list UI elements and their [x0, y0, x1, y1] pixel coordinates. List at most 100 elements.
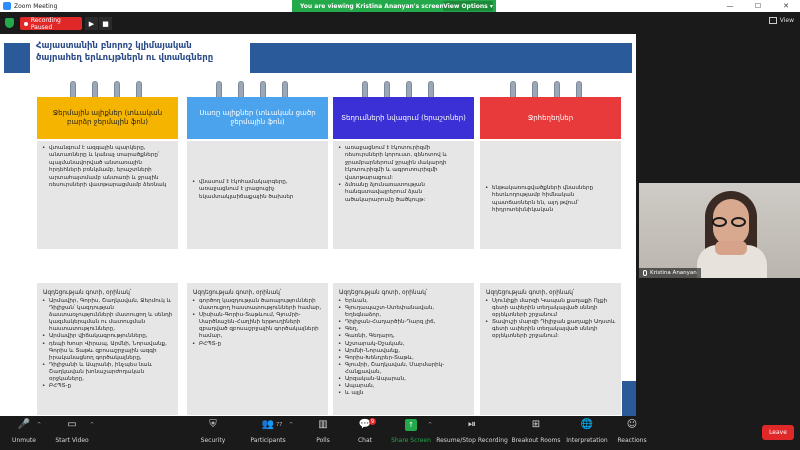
binder-rings	[354, 81, 442, 103]
view-button[interactable]: View	[768, 17, 794, 24]
audio-options-caret-icon[interactable]: ^	[37, 422, 42, 428]
security-button[interactable]: ⛨ Security	[200, 419, 226, 444]
zone-bullet: Սյունիքի մարզի Կապան քաղաքի Ոչքի գետի ափ…	[484, 298, 617, 319]
viewing-banner-text: You are viewing Kristina Ananyan's scree…	[300, 2, 444, 10]
chat-unread-badge: 9	[369, 418, 376, 425]
record-pause-icon: ⏯	[468, 419, 476, 430]
impact-bullet: ենթակառուցվածքների վնասները հետևողությամ…	[484, 185, 617, 215]
record-dot-icon	[24, 21, 28, 26]
share-options-caret-icon[interactable]: ^	[428, 422, 433, 428]
column-header-cold-waves: Սառը ալիքներ (տևական ցածր ջերմային ֆոն)	[187, 97, 328, 139]
participants-count: 77	[276, 422, 283, 428]
affected-zone-panel-heat-waves: Ազդեցության գոտի, օրինակ՝ Արմավիր, Գորիս…	[37, 283, 178, 415]
recording-status-label: Recording Paused	[30, 16, 61, 31]
window-title: Zoom Meeting	[14, 2, 58, 10]
column-header-heat-waves: Ջերմային ալիքներ (տևական բարձր ջերմային …	[37, 97, 178, 139]
zone-bullet: Արզական-Ապարան,	[337, 376, 470, 383]
meeting-toolbar: 🎤 Unmute ^ ▭ Start Video ^ ⛨ Security 👥 …	[0, 416, 800, 450]
maximize-icon[interactable]: ☐	[754, 2, 762, 10]
participants-button[interactable]: 👥 Participants	[250, 419, 286, 444]
zone-bullet: Աշտարակ-Օշական,	[337, 341, 470, 348]
participants-caret-icon[interactable]: ^	[289, 422, 294, 428]
zone-bullet: Տավուշի մարզի Դիլիջան քաղաքի Աղստև գետի …	[484, 319, 617, 340]
column-header-text: Տեղումների նվազում (երաշտներ)	[341, 113, 466, 122]
column-header-text: Սառը ալիքներ (տևական ցածր ջերմային ֆոն)	[199, 109, 316, 126]
microphone-muted-icon: 🎤	[17, 419, 31, 430]
resume-stop-recording-button[interactable]: ⏯ Resume/Stop Recording	[436, 419, 508, 444]
shield-icon: ⛨	[209, 419, 217, 430]
polls-button[interactable]: ▥ Polls	[316, 419, 330, 444]
zone-bullet: Գառնի, Գեղարդ,	[337, 333, 470, 340]
security-shield-icon[interactable]	[5, 18, 14, 28]
impact-bullet: առաջացնում է էկոտուրիզմի ռեսուրսների կոր…	[337, 145, 470, 182]
participant-image	[712, 212, 750, 227]
column-header-text: Ջերմային ալիքներ (տևական բարձր ջերմային …	[52, 109, 163, 126]
affected-zone-panel-cold-waves: Ազդեցության գոտի, օրինակ՝ գործող կազդութ…	[187, 283, 328, 415]
impact-panel-precipitation-decrease: առաջացնում է էկոտուրիզմի ռեսուրսների կոր…	[333, 141, 474, 249]
affected-zone-lead: Ազդեցության գոտի, օրինակ՝	[193, 290, 282, 296]
resume-recording-button[interactable]: ▶	[85, 17, 98, 30]
slide-title: Հայաստանին բնորոշ կլիմայական ծայրահեղ եր…	[30, 37, 250, 73]
chat-icon: 💬	[358, 419, 372, 430]
mic-icon	[643, 270, 647, 276]
impact-bullet: ձմռանը ձյունառատության հանգստավայրերում …	[337, 182, 470, 204]
leave-button[interactable]: Leave	[762, 425, 794, 440]
interpretation-button[interactable]: 🌐 Interpretation	[566, 419, 608, 444]
stop-recording-button[interactable]: ■	[99, 17, 112, 30]
smiley-icon: ☺	[626, 419, 638, 430]
slide-title-line-1: Հայաստանին բնորոշ կլիմայական	[36, 41, 192, 51]
chat-button[interactable]: 💬 Chat	[357, 419, 373, 444]
impact-panel-floods: ենթակառուցվածքների վնասները հետևողությամ…	[480, 141, 621, 249]
zone-bullet: Դիլիջան-Հաղարծին-Դարզ լիճ,	[337, 319, 470, 326]
start-video-button[interactable]: ▭ Start Video	[55, 419, 89, 444]
play-icon: ▶	[88, 19, 95, 28]
view-label: View	[779, 17, 794, 24]
impact-bullet: վնասում է էկոհամակարգերը, առաջացնում է լ…	[191, 179, 324, 201]
view-options-button[interactable]: View Options ▾	[443, 1, 493, 11]
zone-bullet: ԲՀՊՏ-ը	[191, 341, 324, 348]
breakout-rooms-button[interactable]: ⊞ Breakout Rooms	[511, 419, 561, 444]
gallery-grid-icon	[768, 17, 777, 24]
affected-zone-lead: Ազդեցության գոտի, օրինակ՝	[486, 290, 575, 296]
affected-zone-panel-floods: Ազդեցության գոտի, օրինակ՝ Սյունիքի մարզի…	[480, 283, 621, 415]
affected-zone-lead: Ազդեցության գոտի, օրինակ՝	[43, 290, 132, 296]
participants-icon: 👥	[261, 419, 275, 430]
zone-bullet: գործող կազդության ծառայությունների մատու…	[191, 298, 324, 312]
close-icon[interactable]: ✕	[783, 2, 789, 10]
zone-bullet: դեպի Խոսր Վիրապ, Արմնի, Նորավանք, Գորիս …	[41, 341, 174, 362]
zoom-app-icon	[3, 2, 11, 10]
zone-bullet: Գյուղապաշտ-Ստեփանավան, Եղեգնաձոր,	[337, 305, 470, 319]
impact-bullet: վտանգում է ազգային պարկերը, անտառները և …	[41, 145, 174, 189]
shared-screen-slide: Հայաստանին բնորոշ կլիմայական ծայրահեղ եր…	[0, 34, 636, 416]
impact-panel-heat-waves: վտանգում է ազգային պարկերը, անտառները և …	[37, 141, 178, 249]
zone-bullet: և այլն	[337, 390, 470, 397]
minimize-icon[interactable]: —	[726, 2, 734, 10]
participant-video-tile[interactable]: Kristina Ananyan	[639, 183, 800, 278]
column-header-precipitation-decrease: Տեղումների նվազում (երաշտներ)	[333, 97, 474, 139]
impact-panel-cold-waves: վնասում է էկոհամակարգերը, առաջացնում է լ…	[187, 141, 328, 249]
zone-bullet: Արմավիր վիճակագրությունները,	[41, 333, 174, 340]
binder-rings	[502, 81, 590, 103]
zone-bullet: Գեղ,	[337, 326, 470, 333]
globe-icon: 🌐	[580, 419, 594, 430]
reactions-button[interactable]: ☺ Reactions	[617, 419, 647, 444]
unmute-button[interactable]: 🎤 Unmute	[12, 419, 36, 444]
recording-status-badge: Recording Paused	[20, 16, 82, 31]
participant-image	[715, 241, 747, 255]
share-screen-icon: ↑	[405, 419, 417, 431]
affected-zone-panel-precipitation-decrease: Ազդեցության գոտի, օրինակ՝ Երևան, Գյուղապ…	[333, 283, 474, 415]
share-screen-button[interactable]: ↑ Share Screen	[391, 419, 431, 444]
column-header-text: Ջրհեղեղներ	[527, 113, 574, 122]
affected-zone-lead: Ազդեցության գոտի, օրինակ՝	[339, 290, 428, 296]
zone-bullet: Գորիս-Խենդրեր-Տաթև,	[337, 355, 470, 362]
viewing-banner: You are viewing Kristina Ananyan's scree…	[292, 0, 496, 12]
zone-bullet: Երևան,	[337, 298, 470, 305]
polls-icon: ▥	[318, 419, 328, 430]
zone-bullet: ԲՀՊՏ-ը	[41, 383, 174, 390]
zone-bullet: Դիլիջանի և Ապրանի, ինչպես նաև Շաղկավան խ…	[41, 362, 174, 383]
participant-name: Kristina Ananyan	[650, 270, 697, 276]
zone-bullet: Ապարան,	[337, 383, 470, 390]
column-header-floods: Ջրհեղեղներ	[480, 97, 621, 139]
video-options-caret-icon[interactable]: ^	[90, 422, 95, 428]
